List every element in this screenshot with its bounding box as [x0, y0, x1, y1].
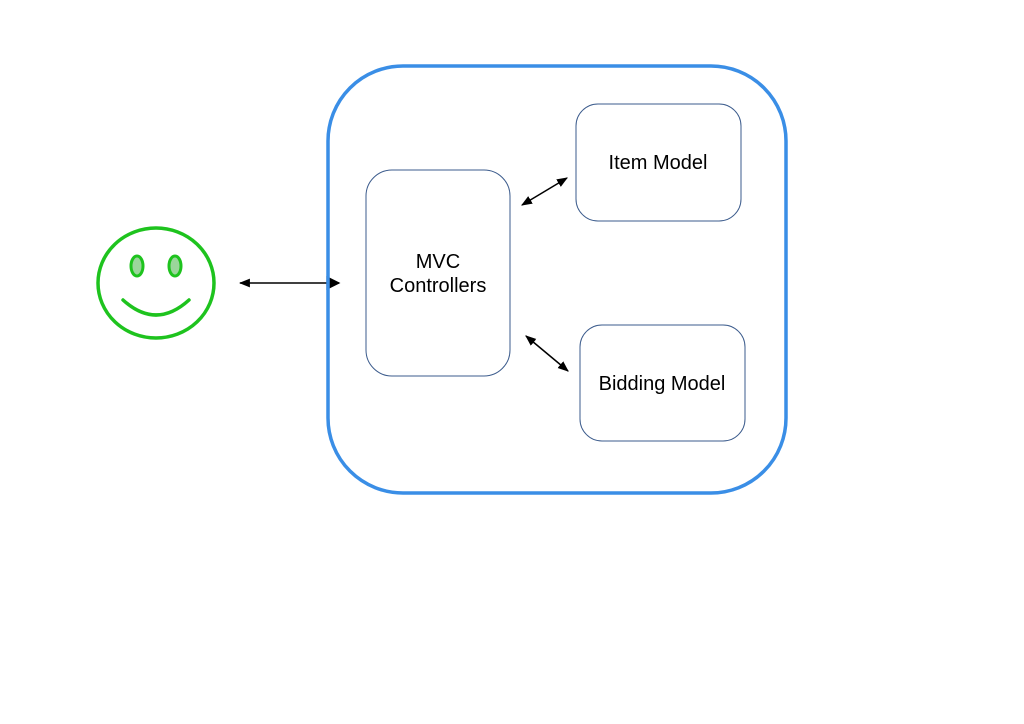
- smiley-mouth: [121, 298, 191, 317]
- bidding-model-node: Bidding Model: [579, 324, 746, 442]
- smiley-left-eye: [129, 254, 145, 278]
- controllers-node: MVC Controllers: [365, 169, 511, 377]
- bidding-model-box: [579, 324, 746, 442]
- system-container: [326, 64, 788, 495]
- smiley-right-eye: [167, 254, 183, 278]
- user-smiley-icon: [96, 226, 216, 340]
- item-model-box: [575, 103, 742, 222]
- controllers-item-arrow: [521, 177, 568, 206]
- bidding-model-label: Bidding Model: [599, 373, 726, 395]
- controllers-label-line2: Controllers: [390, 275, 487, 297]
- item-model-label: Item Model: [609, 152, 708, 174]
- controllers-box: [365, 169, 511, 377]
- smiley-face-outline: [96, 226, 216, 340]
- controllers-label-line1: MVC: [416, 251, 460, 273]
- item-model-node: Item Model: [575, 103, 742, 222]
- controllers-bidding-arrow: [525, 335, 569, 372]
